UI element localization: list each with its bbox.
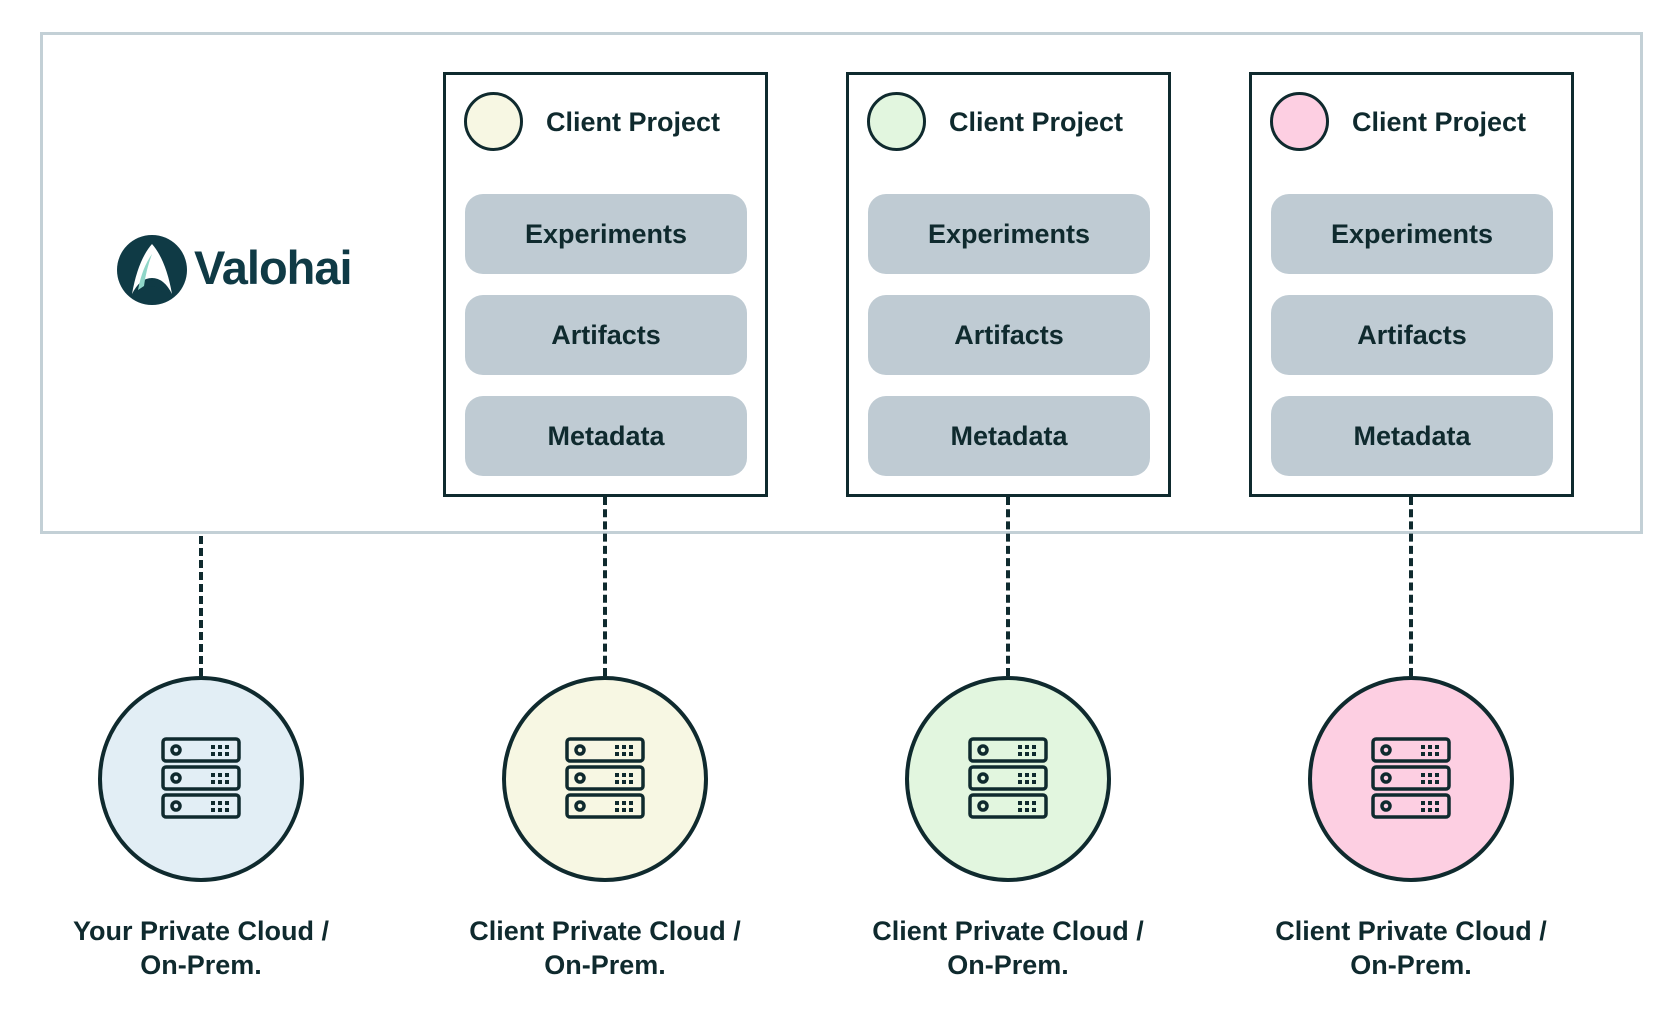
- client-project-card-3: Client Project Experiments Artifacts Met…: [1249, 72, 1574, 497]
- caption-line-2: On-Prem.: [544, 950, 666, 980]
- caption-line-1: Client Private Cloud /: [872, 916, 1144, 946]
- client-project-card-1: Client Project Experiments Artifacts Met…: [443, 72, 768, 497]
- project-title: Client Project: [949, 107, 1124, 137]
- server-stack-icon: [968, 737, 1048, 819]
- client-private-cloud-caption-2: Client Private Cloud / On-Prem.: [838, 914, 1178, 982]
- project-color-dot: [464, 92, 523, 151]
- experiments-pill: Experiments: [868, 194, 1150, 274]
- metadata-pill: Metadata: [868, 396, 1150, 476]
- artifacts-pill: Artifacts: [465, 295, 747, 375]
- caption-line-2: On-Prem.: [947, 950, 1069, 980]
- server-stack-icon: [565, 737, 645, 819]
- caption-line-1: Client Private Cloud /: [469, 916, 741, 946]
- server-stack-icon: [1371, 737, 1451, 819]
- client-private-cloud-caption-3: Client Private Cloud / On-Prem.: [1241, 914, 1581, 982]
- connector-client-2: [1006, 497, 1010, 676]
- project-color-dot: [1270, 92, 1329, 151]
- valohai-logo: Valohai: [116, 232, 356, 308]
- client-private-cloud-node-1: [502, 676, 708, 882]
- metadata-pill: Metadata: [1271, 396, 1553, 476]
- valohai-wordmark: Valohai: [194, 241, 353, 294]
- project-title: Client Project: [1352, 107, 1527, 137]
- experiments-pill: Experiments: [465, 194, 747, 274]
- your-private-cloud-node: [98, 676, 304, 882]
- metadata-pill: Metadata: [465, 396, 747, 476]
- project-title: Client Project: [546, 107, 721, 137]
- your-private-cloud-caption: Your Private Cloud / On-Prem.: [31, 914, 371, 982]
- client-private-cloud-caption-1: Client Private Cloud / On-Prem.: [435, 914, 775, 982]
- project-color-dot: [867, 92, 926, 151]
- client-private-cloud-node-2: [905, 676, 1111, 882]
- valohai-logo-icon: [117, 235, 187, 305]
- caption-line-1: Your Private Cloud /: [72, 916, 330, 946]
- connector-your-cloud: [199, 536, 203, 676]
- valohai-platform-frame: [40, 32, 1643, 534]
- experiments-pill: Experiments: [1271, 194, 1553, 274]
- artifacts-pill: Artifacts: [1271, 295, 1553, 375]
- caption-line-2: On-Prem.: [1350, 950, 1472, 980]
- client-private-cloud-node-3: [1308, 676, 1514, 882]
- client-project-card-2: Client Project Experiments Artifacts Met…: [846, 72, 1171, 497]
- connector-client-3: [1409, 497, 1413, 676]
- connector-client-1: [603, 497, 607, 676]
- artifacts-pill: Artifacts: [868, 295, 1150, 375]
- server-stack-icon: [161, 737, 241, 819]
- caption-line-1: Client Private Cloud /: [1275, 916, 1547, 946]
- caption-line-2: On-Prem.: [140, 950, 262, 980]
